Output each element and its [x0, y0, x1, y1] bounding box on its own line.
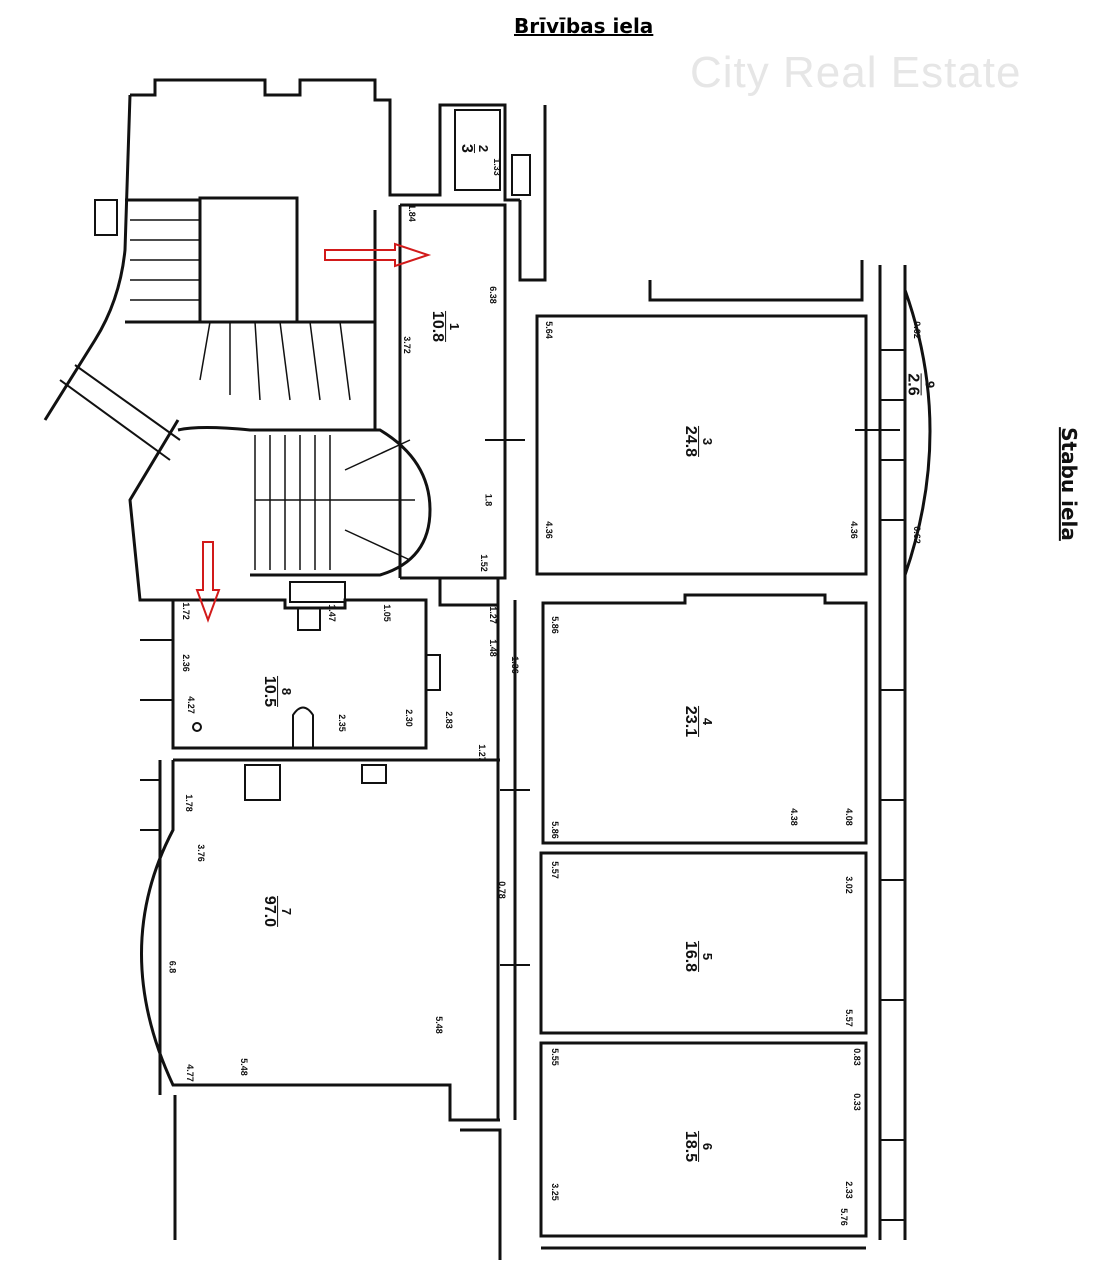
dimension-label: 4.36	[848, 521, 859, 539]
dimension-label: 4.36	[543, 521, 554, 539]
entrance-arrow	[324, 242, 432, 268]
dimension-label: 1.8	[483, 493, 494, 507]
watermark: City Real Estate	[690, 48, 1022, 97]
dimension-label: 0.33	[851, 1093, 862, 1111]
street-label-brivibas: Brīvības iela	[514, 14, 654, 38]
dimension-label: 1.48	[487, 639, 498, 657]
dimension-label: 5.86	[549, 616, 560, 634]
dimension-label: 3.76	[195, 844, 206, 862]
dimension-label: 5.57	[549, 861, 560, 879]
dimension-label: 4.08	[843, 808, 854, 826]
dimension-label: 5.55	[549, 1048, 560, 1066]
dimension-label: 1.36	[509, 656, 520, 674]
dimension-label: 1.84	[406, 204, 417, 222]
dimension-label: 2.33	[843, 1181, 854, 1199]
dimension-label: 1.05	[381, 604, 392, 622]
dimension-label: 6.38	[487, 286, 498, 304]
dimension-label: 5.64	[543, 321, 554, 339]
dimension-label: 0.78	[496, 881, 507, 899]
dimension-label: 0.62	[911, 526, 922, 544]
dimension-label: 5.48	[433, 1016, 444, 1034]
dimension-label: 5.76	[838, 1208, 849, 1226]
dimension-label: 3.25	[549, 1183, 560, 1201]
dimension-label: 2.30	[403, 709, 414, 727]
dimension-label: 1.27	[487, 606, 498, 624]
dimension-label: 0.83	[851, 1048, 862, 1066]
dimension-label: 5.86	[549, 821, 560, 839]
dimension-label: 4.77	[184, 1064, 195, 1082]
dimension-label: 5.57	[843, 1009, 854, 1027]
dimension-label: 3.02	[843, 876, 854, 894]
dimension-label: 2.83	[443, 711, 454, 729]
dimension-label: 1.72	[180, 602, 191, 620]
dimension-label: 2.36	[180, 654, 191, 672]
dimension-label: 0.62	[911, 321, 922, 339]
dimension-label: 1.33	[491, 158, 502, 176]
dimension-label: 3.72	[401, 336, 412, 354]
dimension-label: 5.48	[238, 1058, 249, 1076]
dimension-label: 1.27	[476, 744, 487, 762]
dimension-label: 2.35	[336, 714, 347, 732]
entrance-arrow	[195, 541, 221, 623]
dimension-label: 1.47	[326, 604, 337, 622]
dimension-label: 4.38	[788, 808, 799, 826]
dimension-label: 1.78	[183, 794, 194, 812]
dimension-label: 4.27	[185, 696, 196, 714]
dimension-label: 6.8	[167, 960, 178, 974]
dimension-label: 1.52	[478, 554, 489, 572]
